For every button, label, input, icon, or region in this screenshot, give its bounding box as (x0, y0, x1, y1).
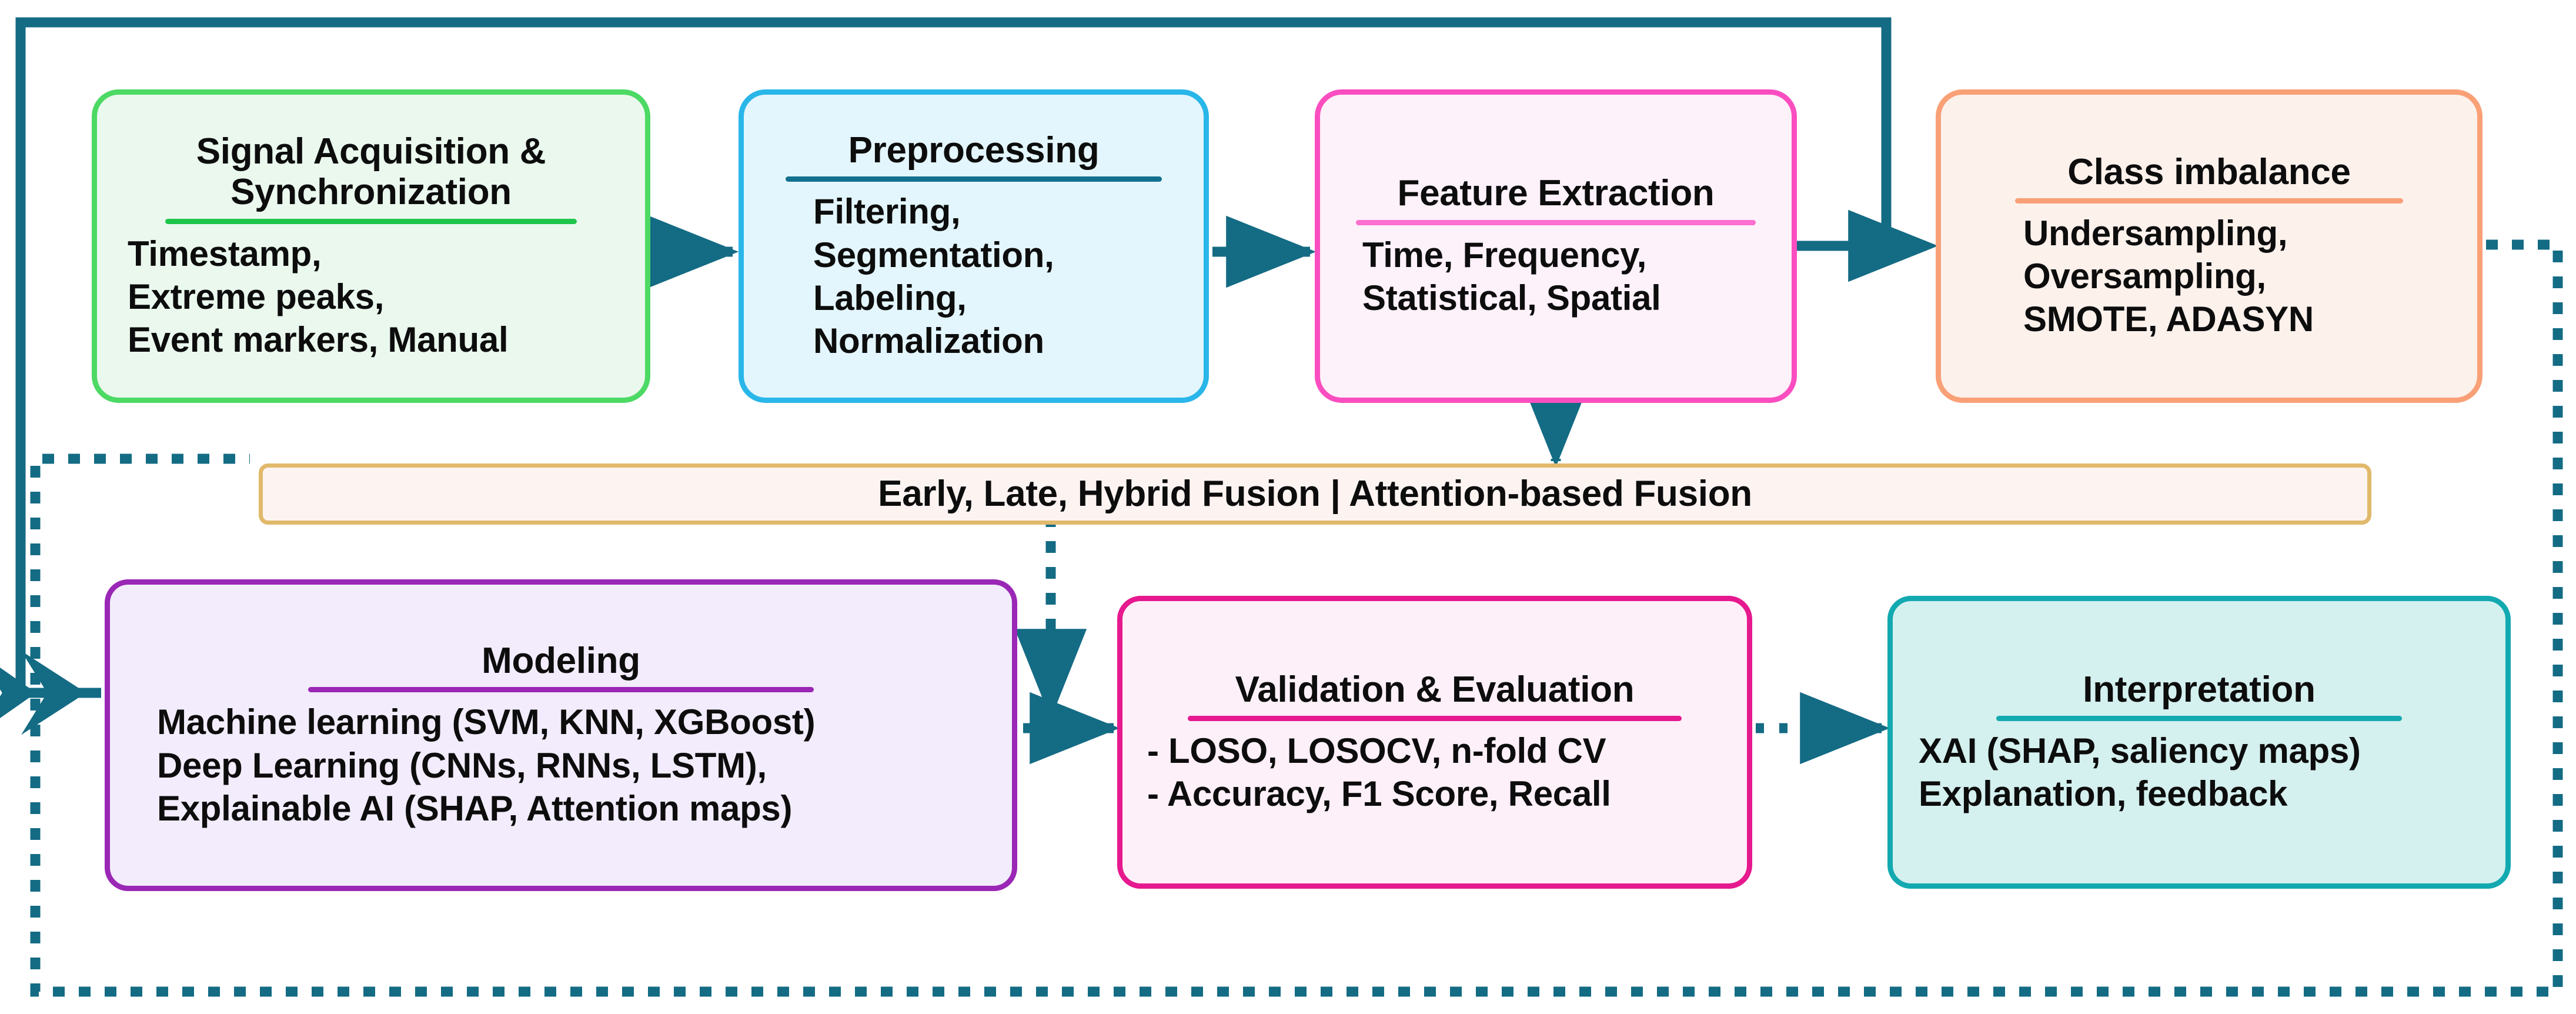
node-feature-extraction-divider (1356, 219, 1756, 225)
node-class-imbalance[interactable]: Class imbalance Undersampling, Oversampl… (1936, 89, 2483, 403)
node-modeling-title: Modeling (482, 641, 640, 681)
node-fusion-label: Early, Late, Hybrid Fusion | Attention-b… (878, 473, 1752, 515)
node-class-imbalance-body: Undersampling, Oversampling, SMOTE, ADAS… (2023, 213, 2314, 339)
node-preprocessing-title: Preprocessing (848, 129, 1100, 171)
node-interpretation-divider (1996, 716, 2402, 722)
node-validation-evaluation-body: - LOSO, LOSOCV, n-fold CV - Accuracy, F1… (1147, 731, 1611, 814)
node-signal-acquisition-title: Signal Acquisition & Synchronization (196, 131, 546, 213)
node-preprocessing-divider (786, 176, 1162, 182)
node-preprocessing-body: Filtering, Segmentation, Labeling, Norma… (813, 192, 1054, 361)
node-signal-acquisition-body: Timestamp, Extreme peaks, Event markers,… (128, 234, 509, 360)
node-feature-extraction-body: Time, Frequency, Statistical, Spatial (1362, 235, 1661, 318)
node-validation-evaluation[interactable]: Validation & Evaluation - LOSO, LOSOCV, … (1117, 596, 1752, 889)
node-interpretation[interactable]: Interpretation XAI (SHAP, saliency maps)… (1887, 596, 2511, 889)
node-modeling-body: Machine learning (SVM, KNN, XGBoost) Dee… (157, 702, 816, 828)
node-class-imbalance-divider (2015, 198, 2403, 204)
node-feature-extraction-title: Feature Extraction (1397, 173, 1715, 214)
node-interpretation-body: XAI (SHAP, saliency maps) Explanation, f… (1919, 731, 2361, 814)
node-interpretation-title: Interpretation (2083, 669, 2316, 710)
node-signal-acquisition-divider (165, 218, 577, 224)
node-preprocessing[interactable]: Preprocessing Filtering, Segmentation, L… (739, 89, 1209, 403)
node-validation-evaluation-title: Validation & Evaluation (1235, 669, 1635, 710)
node-modeling[interactable]: Modeling Machine learning (SVM, KNN, XGB… (105, 579, 1017, 891)
connector-left-return-into-modeling (0, 582, 101, 735)
node-modeling-divider (308, 687, 814, 693)
node-class-imbalance-title: Class imbalance (2067, 151, 2351, 192)
node-signal-acquisition[interactable]: Signal Acquisition & Synchronization Tim… (92, 89, 650, 403)
node-fusion-bar[interactable]: Early, Late, Hybrid Fusion | Attention-b… (259, 463, 2371, 525)
node-feature-extraction[interactable]: Feature Extraction Time, Frequency, Stat… (1315, 89, 1797, 403)
node-validation-evaluation-divider (1188, 716, 1682, 722)
